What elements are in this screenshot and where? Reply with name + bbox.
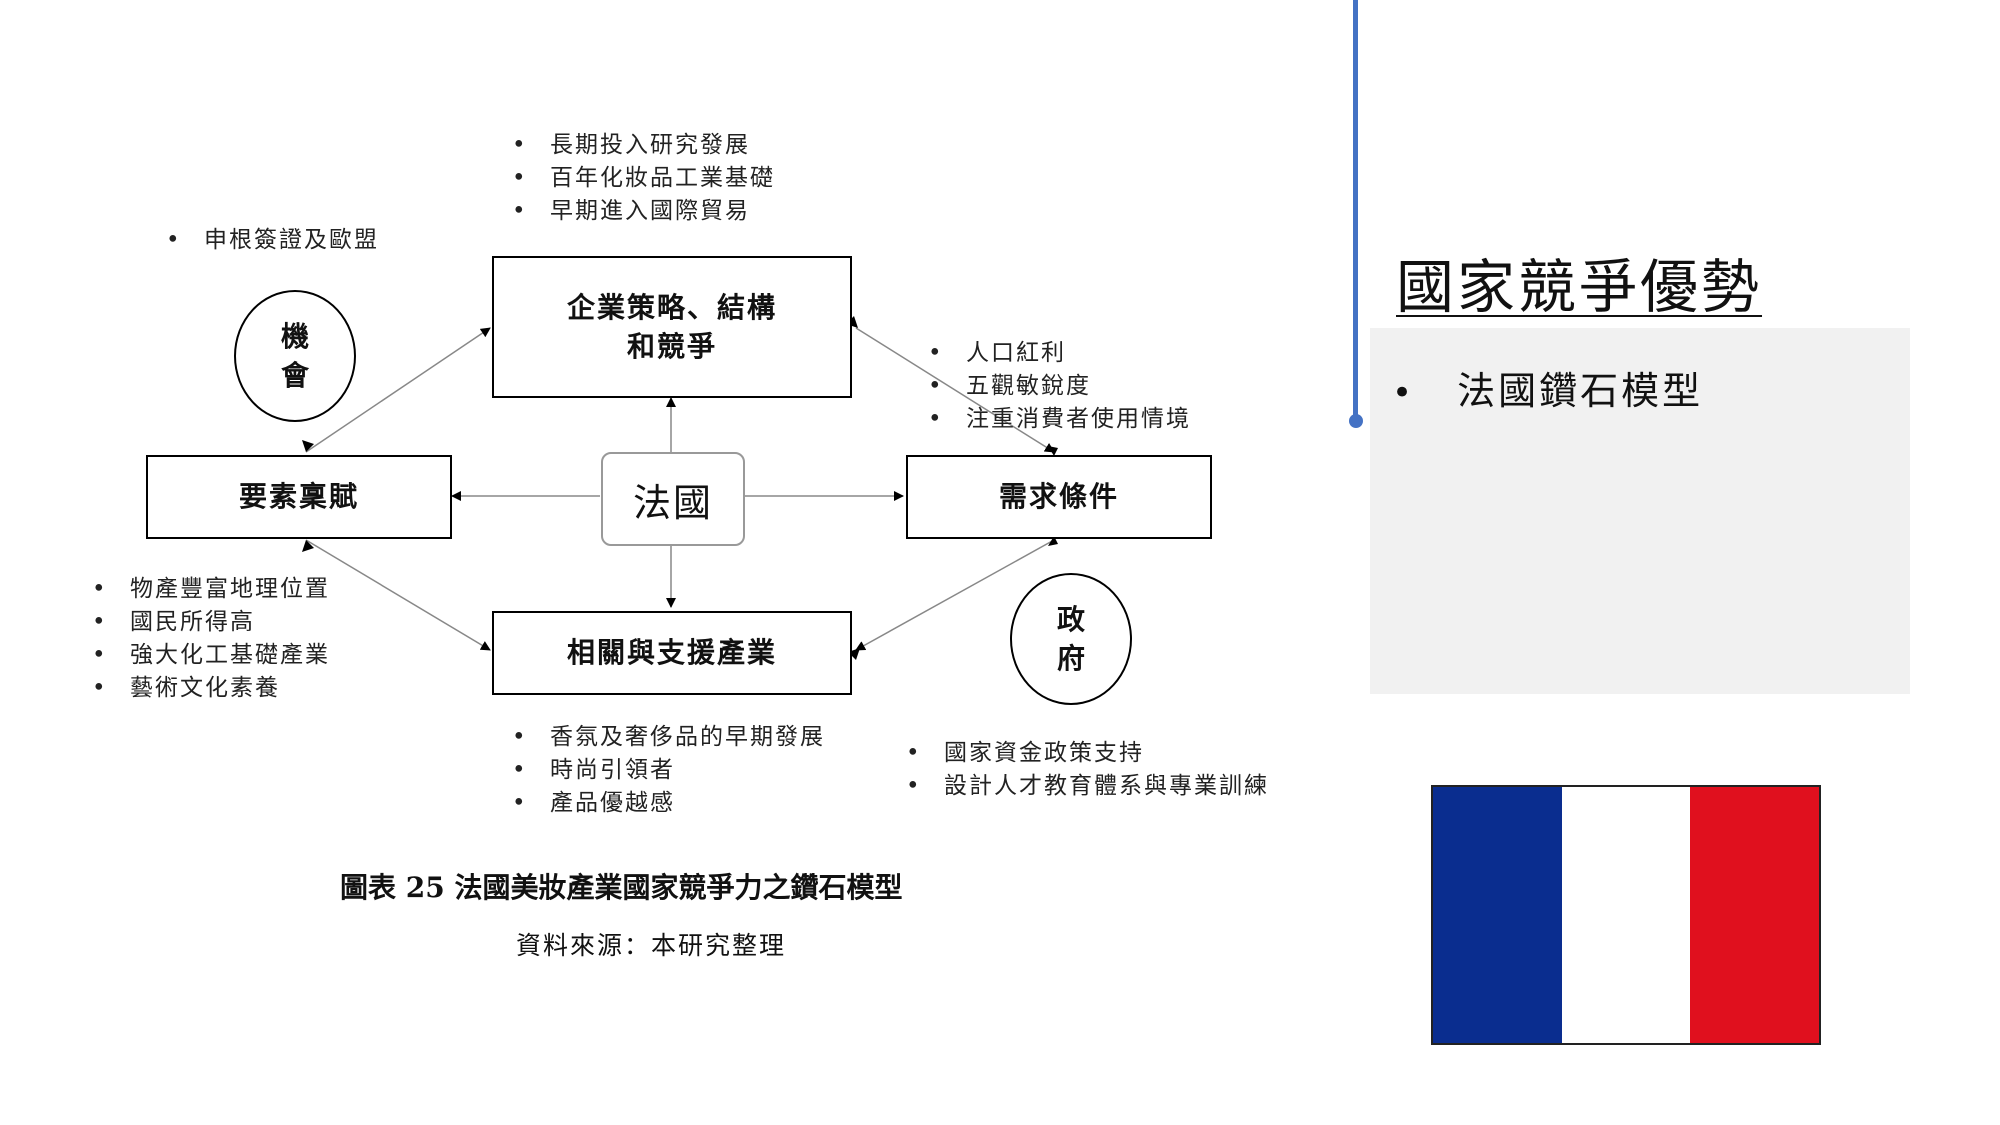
node-related-industries: 相關與支援產業 [492, 611, 852, 695]
node-government: 政府 [1010, 573, 1132, 705]
list-item: 物產豐富地理位置 [92, 573, 330, 606]
figure-caption: 圖表 25 法國美妝產業國家競爭力之鑽石模型 [340, 871, 903, 904]
slide-title: 國家競爭優勢 [1396, 253, 1763, 321]
list-item: 五觀敏銳度 [928, 370, 1191, 403]
node-chance: 機會 [234, 290, 356, 422]
strategy-bullets: 長期投入研究發展 百年化妝品工業基礎 早期進入國際貿易 [512, 129, 775, 228]
list-item: 長期投入研究發展 [512, 129, 775, 162]
flag-stripe-blue [1433, 787, 1562, 1043]
list-item: 強大化工基礎產業 [92, 639, 330, 672]
factor-bullets: 物產豐富地理位置 國民所得高 強大化工基礎產業 藝術文化素養 [92, 573, 330, 705]
node-factor-endowment: 要素稟賦 [146, 455, 452, 539]
bullet-dot: • [1392, 373, 1416, 413]
node-center-france: 法國 [601, 452, 745, 546]
related-bullets: 香氛及奢侈品的早期發展 時尚引領者 產品優越感 [512, 721, 825, 820]
list-item: 申根簽證及歐盟 [166, 224, 379, 257]
demand-bullets: 人口紅利 五觀敏銳度 注重消費者使用情境 [928, 337, 1191, 436]
flag-stripe-red [1690, 787, 1820, 1043]
content-panel [1370, 328, 1910, 694]
arrow-factor-related [305, 539, 491, 651]
list-item: 國民所得高 [92, 606, 330, 639]
arrow-factor-strategy [305, 327, 491, 453]
list-item: 早期進入國際貿易 [512, 195, 775, 228]
accent-line-dot [1349, 414, 1363, 428]
list-item: 注重消費者使用情境 [928, 403, 1191, 436]
government-bullets: 國家資金政策支持 設計人才教育體系與專業訓練 [906, 737, 1269, 803]
list-item: 藝術文化素養 [92, 672, 330, 705]
arrow-demand-related [855, 539, 1055, 651]
list-item: 產品優越感 [512, 787, 825, 820]
flag-stripe-white [1561, 787, 1691, 1043]
list-item: 時尚引領者 [512, 754, 825, 787]
list-item: 人口紅利 [928, 337, 1191, 370]
node-strategy: 企業策略、結構 和競爭 [492, 256, 852, 398]
list-item: 國家資金政策支持 [906, 737, 1269, 770]
slide-bullet-item: • 法國鑽石模型 [1392, 360, 1703, 415]
list-item: 香氛及奢侈品的早期發展 [512, 721, 825, 754]
accent-vertical-line [1353, 0, 1358, 420]
figure-source: 資料來源：本研究整理 [516, 931, 787, 960]
node-demand-conditions: 需求條件 [906, 455, 1212, 539]
france-flag-image [1431, 785, 1821, 1045]
chance-bullets: 申根簽證及歐盟 [166, 224, 379, 257]
list-item: 百年化妝品工業基礎 [512, 162, 775, 195]
list-item: 設計人才教育體系與專業訓練 [906, 770, 1269, 803]
slide-bullet-text: 法國鑽石模型 [1457, 369, 1704, 413]
